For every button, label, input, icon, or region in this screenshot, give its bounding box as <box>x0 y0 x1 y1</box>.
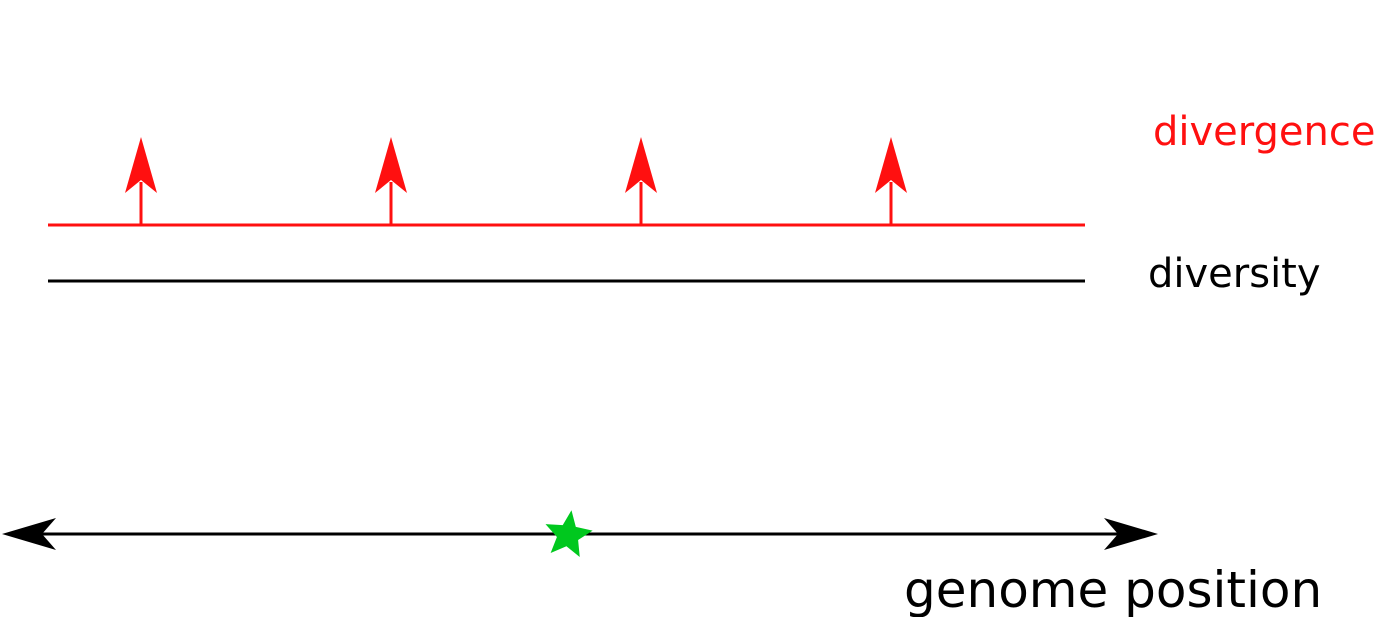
axis-right-arrowhead <box>1104 518 1158 550</box>
axis-left-arrowhead <box>2 518 56 550</box>
divergence-arrow <box>125 137 157 225</box>
diversity-label: diversity <box>1148 251 1321 297</box>
divergence-arrow <box>875 137 907 225</box>
arrow-up-icon <box>375 137 407 193</box>
arrow-up-icon <box>875 137 907 193</box>
divergence-arrow <box>375 137 407 225</box>
arrow-up-icon <box>625 137 657 193</box>
star-icon <box>545 510 593 558</box>
divergence-arrow <box>625 137 657 225</box>
divergence-label: divergence <box>1153 109 1375 155</box>
genome-position-label: genome position <box>904 561 1322 617</box>
arrow-up-icon <box>125 137 157 193</box>
